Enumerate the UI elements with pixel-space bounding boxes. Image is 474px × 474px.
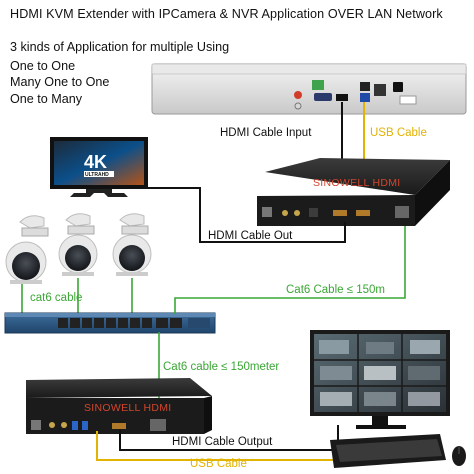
- transmitter-box: SINOWELL HDMI: [257, 158, 450, 226]
- cat6-top-cable: [174, 226, 406, 314]
- tv-display: 4K ULTRAHD: [50, 137, 148, 197]
- cat6-bottom-label: Cat6 cable ≤ 150meter: [163, 361, 280, 373]
- diagram-title: HDMI KVM Extender with IPCamera & NVR Ap…: [10, 7, 443, 21]
- hdmi-input-label: HDMI Cable Input: [220, 127, 312, 139]
- tx-hdmi-out: [356, 210, 370, 216]
- tx-lan-port: [395, 206, 409, 218]
- nvr-terminal-block: [312, 80, 324, 90]
- nvr-device: [151, 63, 467, 115]
- hdmi-out-label: HDMI Cable Out: [208, 230, 293, 242]
- nvr-vga-port: [314, 93, 332, 101]
- hdmi-output-cable: [119, 425, 339, 451]
- ip-camera-2: [58, 213, 98, 276]
- mouse: [452, 446, 466, 466]
- rx-lan-port: [150, 419, 166, 431]
- network-switch: [4, 312, 216, 334]
- tv-ultrahd-badge: ULTRAHD: [85, 172, 109, 178]
- cat6-top-label: Cat6 Cable ≤ 150m: [286, 284, 386, 296]
- rx-brand-text: SINOWELL HDMI: [84, 402, 172, 414]
- rx-dc-port: [31, 420, 41, 430]
- hdmi-output-label: HDMI Cable Output: [172, 436, 273, 448]
- monitor-display: [310, 330, 450, 429]
- nvr-audio-port: [294, 91, 302, 99]
- tx-brand-text: SINOWELL HDMI: [313, 177, 401, 189]
- mode-one-to-one: One to One: [10, 59, 76, 73]
- nvr-power-switch: [393, 82, 403, 92]
- ip-camera-3: [112, 213, 152, 276]
- intro-heading: 3 kinds of Application for multiple Usin…: [10, 40, 230, 54]
- mode-one-to-many: One to Many: [10, 92, 83, 106]
- tx-dc-port: [262, 207, 272, 217]
- usb-top-label: USB Cable: [370, 127, 427, 139]
- ip-camera-1: [5, 215, 49, 284]
- cat6-switch-label: cat6 cable: [30, 292, 83, 304]
- tv-4k-badge: 4K: [84, 152, 107, 172]
- nvr-lan-port: [374, 84, 386, 96]
- nvr-usb-port: [360, 82, 370, 91]
- mode-many-one-to-one: Many One to One: [10, 75, 110, 89]
- hdmi-out-cable: [148, 187, 346, 243]
- tx-hdmi-in: [333, 210, 347, 216]
- usb-bottom-label: USB Cable: [190, 458, 247, 470]
- keyboard: [330, 434, 446, 468]
- rx-hdmi-out: [112, 423, 126, 429]
- receiver-box: SINOWELL HDMI: [26, 378, 212, 434]
- nvr-hdmi-port: [336, 94, 348, 101]
